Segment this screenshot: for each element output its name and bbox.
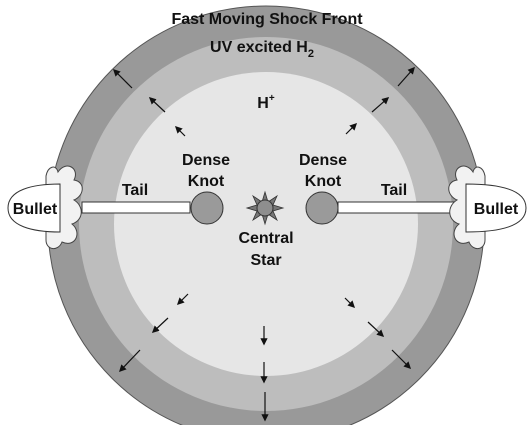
arrow — [119, 349, 141, 373]
arrow — [391, 349, 412, 370]
tail-right — [337, 201, 459, 214]
ionized-hydrogen-region — [114, 72, 418, 376]
ionized-region-arrows — [174, 122, 358, 346]
arrow — [344, 297, 356, 309]
uv-shell-arrows — [148, 97, 390, 384]
tail-left — [81, 201, 191, 214]
arrow — [397, 66, 415, 87]
bullet-right-label: Bullet — [474, 201, 519, 218]
dense-knot-right-line2: Knot — [305, 173, 342, 190]
tail-right-label: Tail — [381, 182, 407, 199]
arrow — [174, 125, 186, 137]
bullet-left-label: Bullet — [13, 201, 58, 218]
arrow — [367, 321, 385, 337]
arrow — [148, 97, 166, 113]
shock-front-label: Fast Moving Shock Front — [171, 11, 363, 28]
arrow — [151, 317, 169, 333]
dense-knot-left — [190, 191, 224, 225]
dense-knot-right-line1: Dense — [299, 152, 347, 169]
dense-knot-right — [305, 191, 339, 225]
tail-left-label: Tail — [122, 182, 148, 199]
central-star-label-line2: Star — [250, 252, 281, 269]
shock-front-arrows — [112, 66, 415, 422]
arrow — [371, 97, 390, 113]
bullet-left — [7, 183, 61, 233]
dense-knot-left-line1: Dense — [182, 152, 230, 169]
arrow — [345, 122, 358, 135]
bullet-right — [465, 183, 527, 233]
h-plus-label: H+ — [257, 93, 275, 112]
arrow — [112, 68, 133, 89]
central-star-label-line1: Central — [238, 230, 293, 247]
central-star-icon — [245, 190, 285, 226]
arrow — [176, 293, 189, 306]
dense-knot-left-line2: Knot — [188, 173, 225, 190]
uv-excited-h2-label: UV excited H2 — [210, 39, 314, 60]
